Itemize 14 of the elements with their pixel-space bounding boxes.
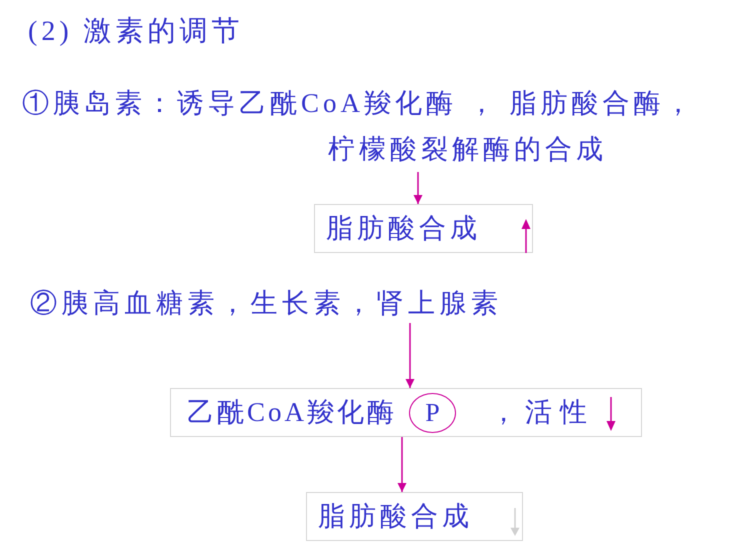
title-text: (2) 激素的调节: [28, 15, 244, 49]
process-box: [306, 492, 523, 541]
arrow: [398, 437, 406, 492]
box-label: 乙酰CoA羧化酶: [187, 396, 398, 430]
box-label: 脂肪酸合成: [318, 500, 473, 534]
process-box: [314, 204, 533, 253]
note-text: ②胰高血糖素，生长素，肾上腺素: [30, 283, 502, 323]
arrow: [406, 323, 414, 388]
box-label: 脂肪酸合成: [326, 212, 481, 246]
box-label: ，活性: [490, 396, 596, 430]
arrow: [414, 172, 422, 204]
process-box: [170, 388, 642, 437]
note-text: ①胰岛素：诱导乙酰CoA羧化酶 ， 脂肪酸合酶，柠檬酸裂解酶的合成: [22, 80, 722, 172]
phosphate-circle: P: [409, 392, 456, 432]
